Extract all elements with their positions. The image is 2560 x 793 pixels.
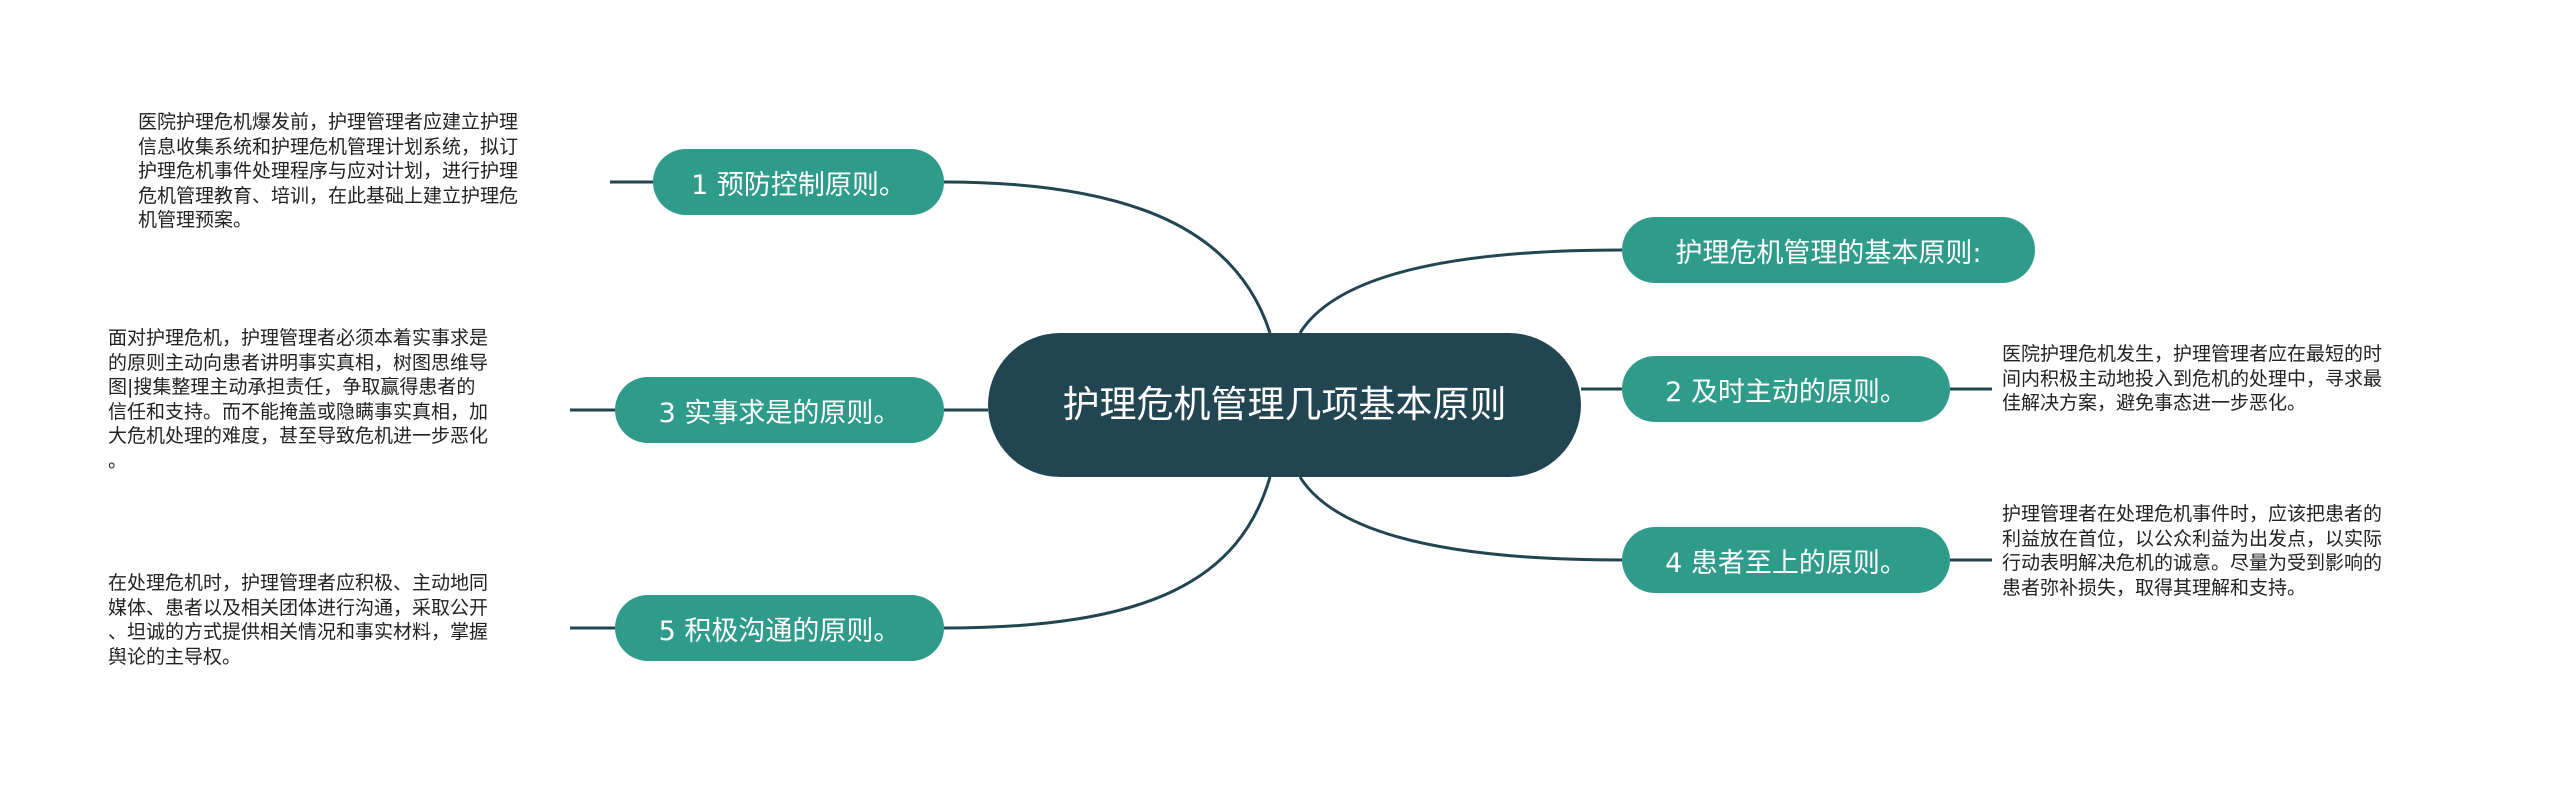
branch-label: 2 及时主动的原则。	[1665, 376, 1907, 408]
branch-label: 5 积极沟通的原则。	[658, 615, 901, 647]
branch-prevention-control[interactable]: 1 预防控制原则。	[653, 149, 944, 215]
root-topic[interactable]: 护理危机管理几项基本原则	[988, 333, 1581, 477]
branch-timely-proactive[interactable]: 2 及时主动的原则。	[1622, 356, 1950, 422]
link-root-b4	[1298, 476, 1623, 562]
branch-basic-principles[interactable]: 护理危机管理的基本原则:	[1622, 217, 2035, 283]
link-root-b5	[943, 476, 1272, 630]
link-root-b1	[943, 180, 1272, 334]
root-topic-label: 护理危机管理几项基本原则	[1062, 383, 1507, 426]
note-prevention-control: 医院护理危机爆发前，护理管理者应建立护理 信息收集系统和护理危机管理计划系统，拟…	[138, 111, 519, 231]
note-timely-proactive: 医院护理危机发生，护理管理者应在最短的时 间内积极主动地投入到危机的处理中，寻求…	[2002, 343, 2383, 414]
branch-label: 1 预防控制原则。	[691, 169, 906, 201]
link-root-intro	[1298, 248, 1623, 334]
branch-label: 4 患者至上的原则。	[1665, 547, 1907, 579]
branch-active-communication[interactable]: 5 积极沟通的原则。	[615, 595, 944, 661]
branch-patient-first[interactable]: 4 患者至上的原则。	[1622, 527, 1950, 593]
note-seek-truth: 面对护理危机，护理管理者必须本着实事求是 的原则主动向患者讲明事实真相，树图思维…	[108, 327, 489, 472]
branch-label: 护理危机管理的基本原则:	[1675, 237, 1982, 269]
branch-label: 3 实事求是的原则。	[658, 397, 901, 429]
note-patient-first: 护理管理者在处理危机事件时，应该把患者的 利益放在首位，以公众利益为出发点，以实…	[2002, 503, 2383, 599]
note-active-communication: 在处理危机时，护理管理者应积极、主动地同 媒体、患者以及相关团体进行沟通，采取公…	[108, 572, 489, 668]
branch-seek-truth[interactable]: 3 实事求是的原则。	[615, 377, 944, 443]
